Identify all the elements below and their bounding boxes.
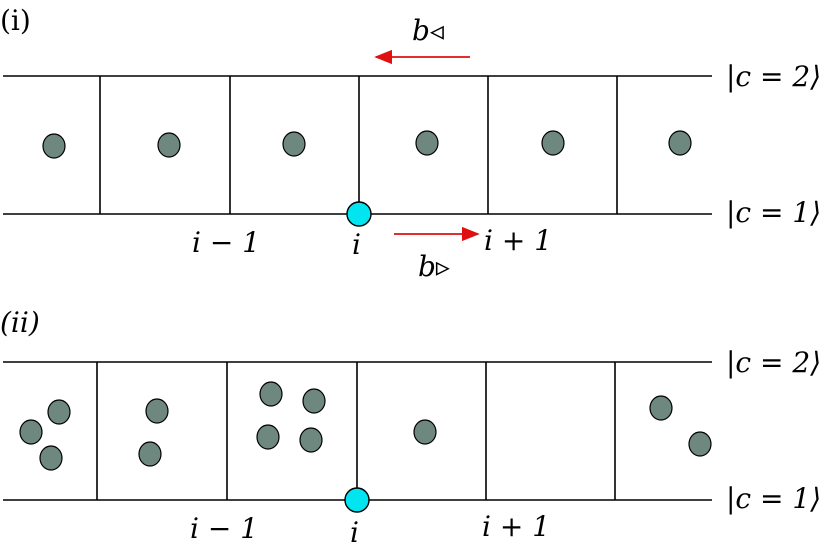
site-label-i-minus-1: i − 1 [190, 512, 258, 544]
particle [47, 399, 71, 425]
panel-ii: (ii) i − 1 i i + 1 |c = 2⟩ |c = 1⟩ [0, 306, 821, 544]
particle [302, 388, 326, 414]
site-marker-i [346, 201, 372, 227]
panel-ii-particles [19, 381, 712, 471]
site-label-i: i [352, 228, 361, 261]
particle [413, 419, 437, 445]
panel-i-particles [42, 130, 692, 159]
particle [256, 424, 280, 450]
particle [157, 132, 181, 158]
particle [688, 431, 712, 457]
particle [138, 441, 162, 467]
panel-i: (i) b◃ b▹ i − 1 i i + 1 |c = 2⟩ |c = 1⟩ [0, 4, 821, 283]
hop-right-label: b▹ [418, 250, 450, 283]
particle [541, 130, 565, 156]
site-marker-i [344, 487, 370, 513]
particle [649, 395, 673, 421]
particle [259, 381, 283, 407]
particle [415, 130, 439, 156]
site-label-i-plus-1: i + 1 [484, 224, 552, 257]
site-label-i-minus-1: i − 1 [192, 226, 260, 259]
panel-ii-label: (ii) [0, 306, 40, 339]
particle [42, 133, 66, 159]
bottom-state-label: |c = 1⟩ [726, 196, 821, 229]
particle [668, 130, 692, 156]
site-label-i-plus-1: i + 1 [482, 510, 550, 543]
particle [19, 419, 43, 445]
top-state-label: |c = 2⟩ [726, 346, 821, 379]
panel-i-label: (i) [0, 4, 31, 37]
bottom-state-label: |c = 1⟩ [726, 482, 821, 515]
hop-left-label: b◃ [412, 14, 444, 47]
particle [282, 131, 306, 157]
top-state-label: |c = 2⟩ [726, 60, 821, 93]
site-label-i: i [350, 516, 359, 544]
particle [145, 398, 169, 424]
particle [299, 427, 323, 453]
particle [39, 445, 63, 471]
